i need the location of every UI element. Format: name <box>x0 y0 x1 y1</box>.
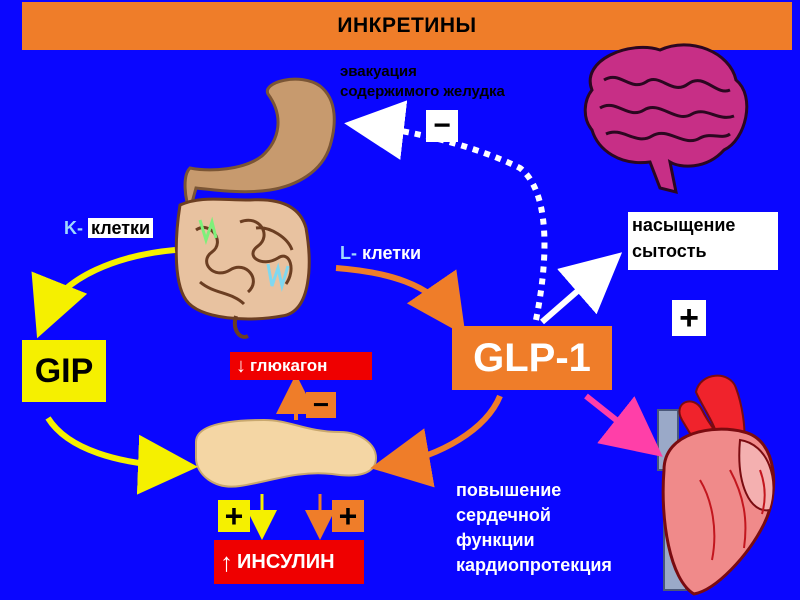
minus-sign-stomach: − <box>426 109 458 142</box>
k-cells-text: клетки <box>88 218 154 238</box>
k-cells-label: K- клетки <box>64 218 154 239</box>
insulin-label: ИНСУЛИН <box>237 550 335 573</box>
heart-image <box>657 374 776 596</box>
insulin-box: ↑ ИНСУЛИН <box>214 540 364 584</box>
plus-sign-glp1-insulin: + <box>332 498 364 534</box>
plus-sign-heart: + <box>672 299 706 337</box>
arrow-l-cells-to-glp1 <box>335 265 466 336</box>
glucagon-box: ↓ глюкагон <box>230 352 372 380</box>
arrow-glp1-to-heart <box>584 393 663 457</box>
gip-box: GIP <box>22 340 106 402</box>
intestines-image <box>174 197 311 339</box>
title-banner: ИНКРЕТИНЫ <box>22 2 792 50</box>
page-title: ИНКРЕТИНЫ <box>337 14 477 37</box>
glp1-box: GLP-1 <box>452 326 612 390</box>
l-cells-text: клетки <box>362 243 422 263</box>
satiety-box: насыщение сытость <box>628 212 778 270</box>
arrow-glp1-to-stomach <box>344 100 548 321</box>
minus-sign-pancreas: − <box>306 389 336 420</box>
l-cells-label: L- клетки <box>340 243 421 264</box>
stomach-emptying-label: эвакуация содержимого желудка <box>340 63 505 100</box>
heart-function-text: повышение сердечной функции кардиопротек… <box>456 480 612 575</box>
brain-image <box>583 43 749 195</box>
arrow-gip-to-pancreas <box>45 416 198 495</box>
plus-sign-gip-insulin: + <box>218 498 250 534</box>
stomach-image <box>183 77 336 215</box>
k-cells-prefix: K- <box>64 218 83 238</box>
up-arrow-icon: ↑ <box>220 546 233 577</box>
pancreas-image <box>195 418 378 488</box>
arrow-k-cells-to-gip <box>31 247 176 339</box>
arrow-glp1-to-satiety <box>540 252 623 325</box>
down-arrow-icon: ↓ <box>236 354 246 377</box>
arrow-glp1-to-pancreas <box>370 394 503 488</box>
l-cells-prefix: L- <box>340 243 357 263</box>
glucagon-label: глюкагон <box>250 356 328 375</box>
